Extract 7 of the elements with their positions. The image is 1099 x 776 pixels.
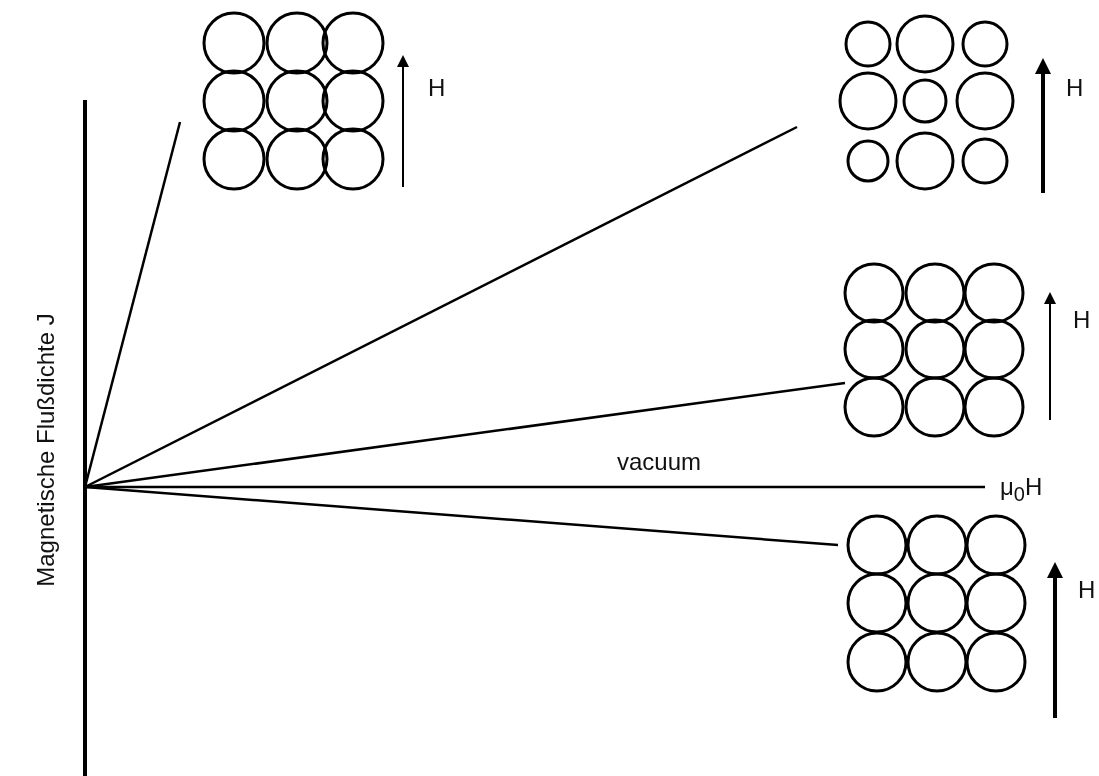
field-label: H [428, 76, 446, 100]
field-label: H [1073, 308, 1091, 332]
field-label: H [1066, 76, 1084, 100]
curve-label: μ$_{0}$H [1000, 475, 1043, 504]
curve-label: vacuum [617, 450, 702, 474]
field-label: H [1078, 578, 1096, 602]
axis-title: Magnetische Flußdichte J [33, 313, 58, 587]
